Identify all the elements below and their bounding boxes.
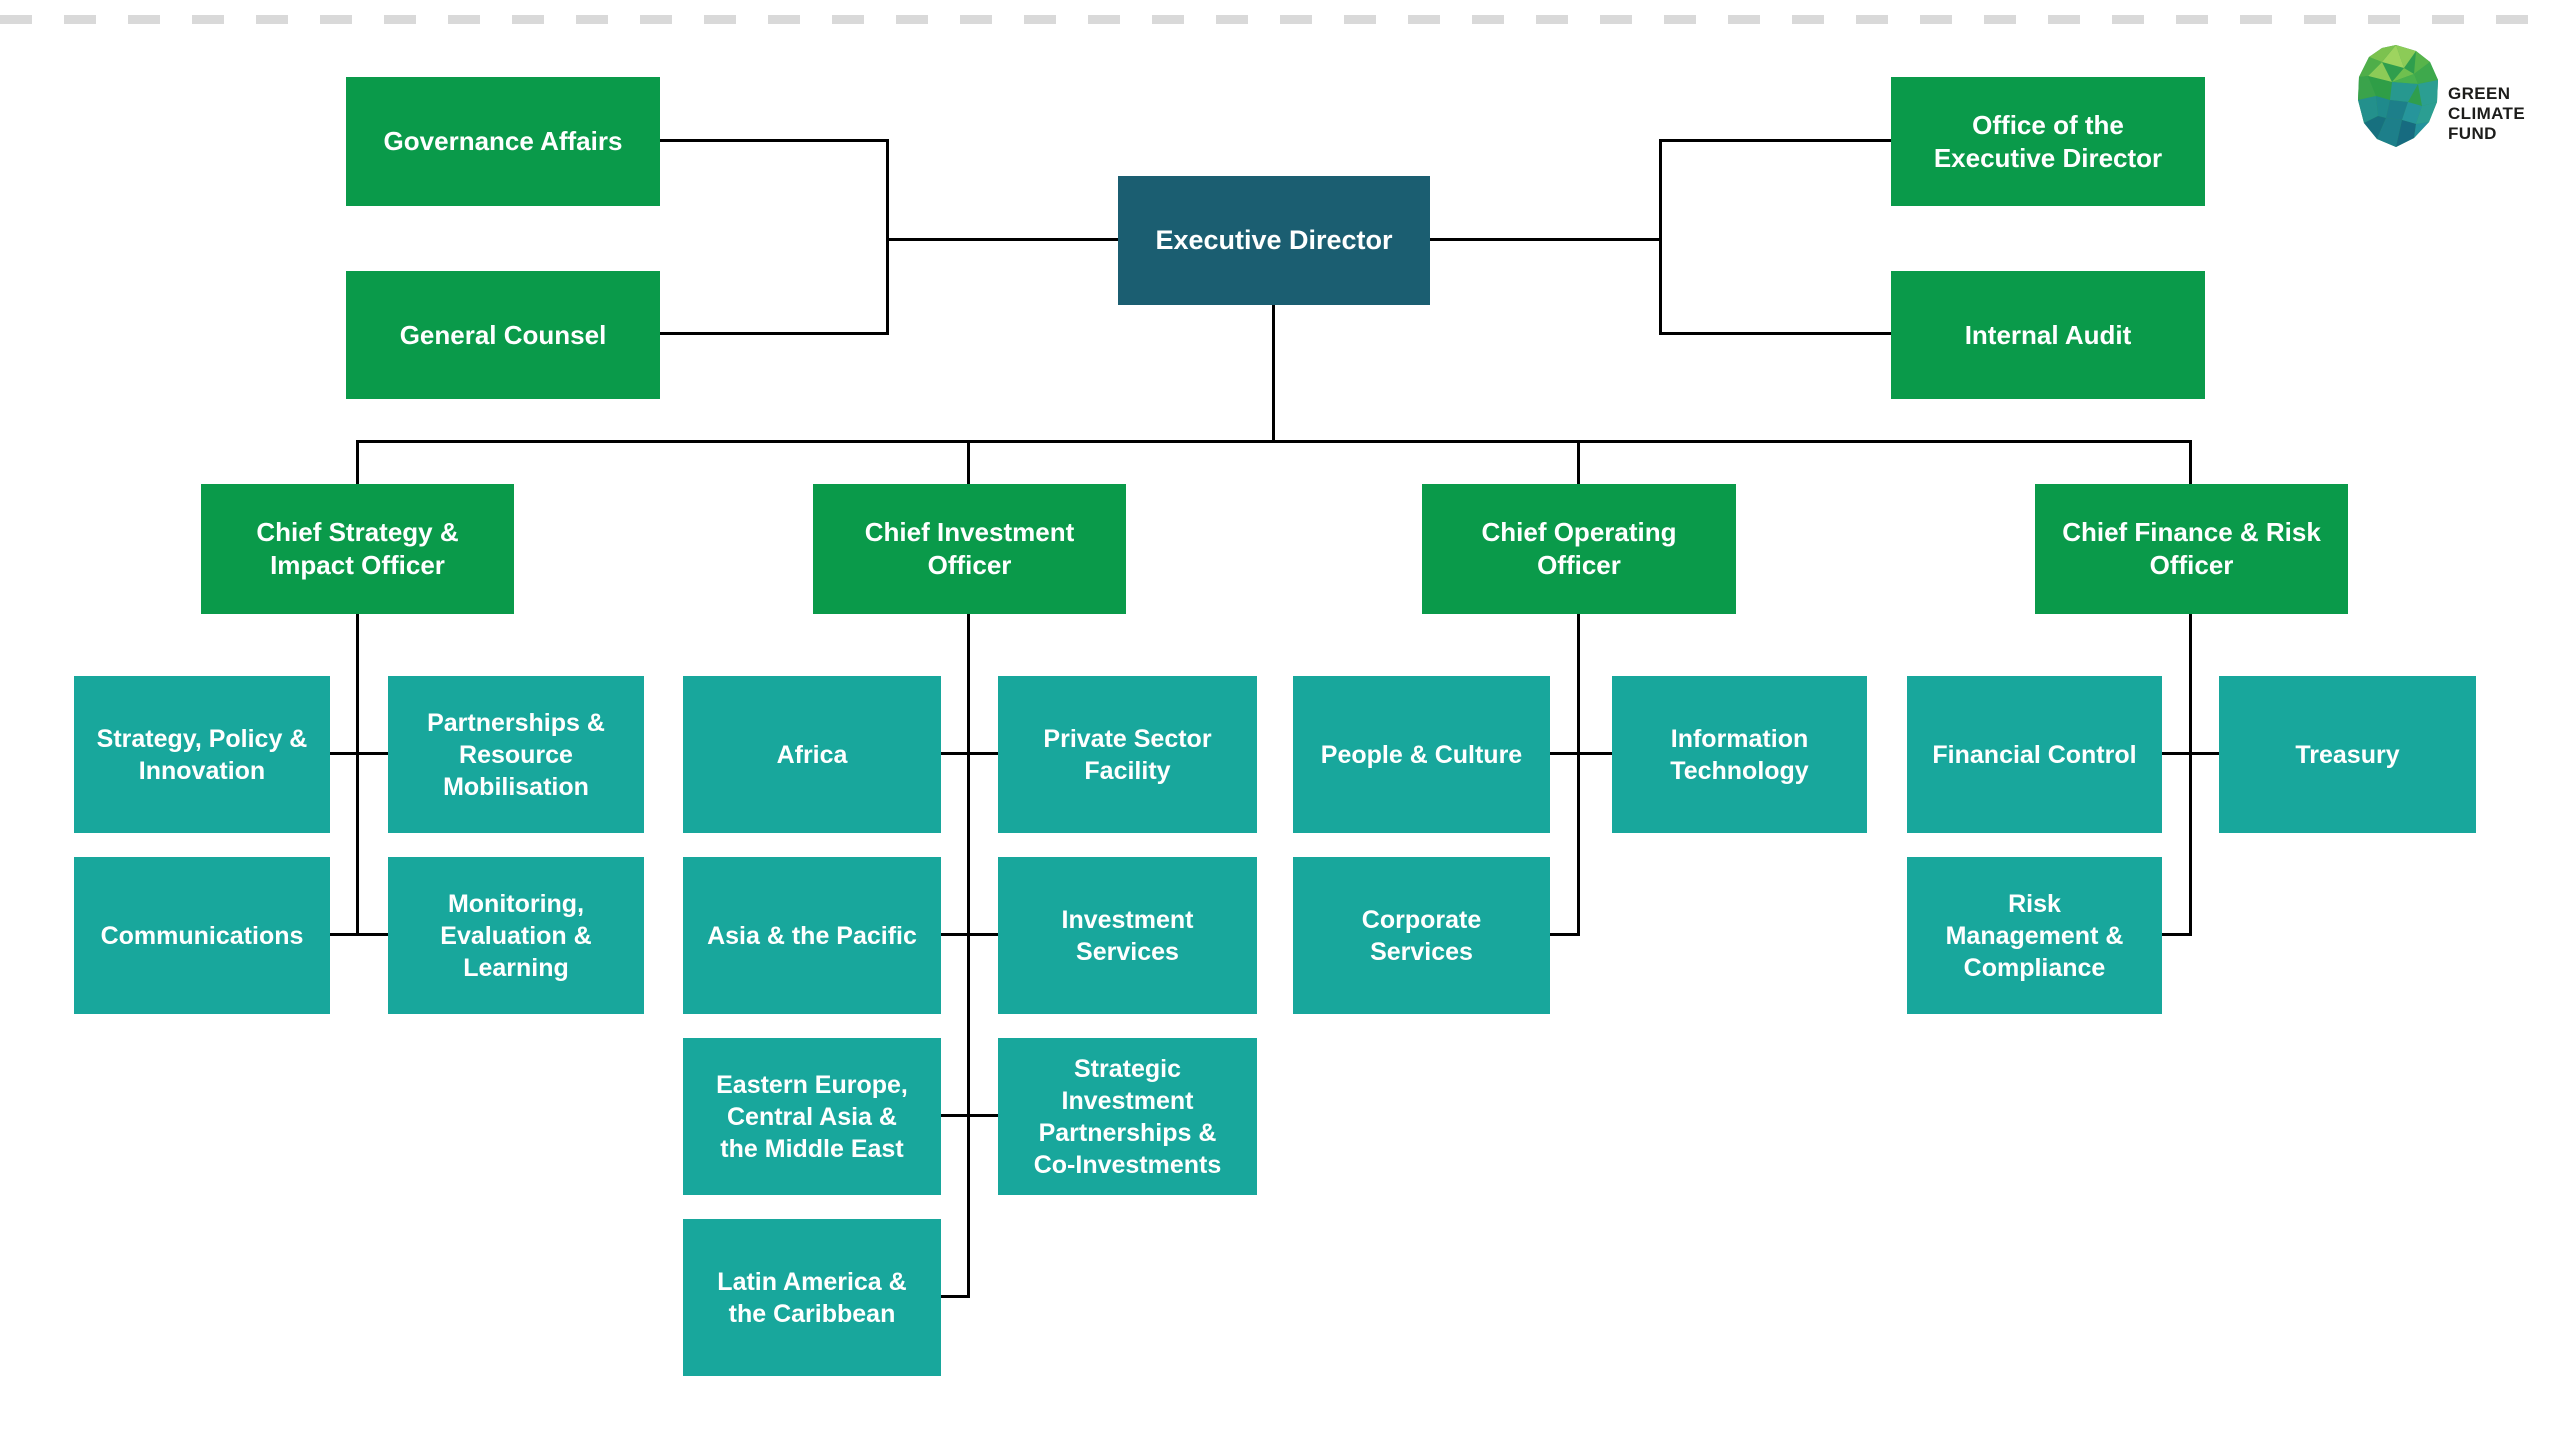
connector-line [2189, 440, 2192, 486]
org-node-communications: Communications [74, 857, 330, 1014]
connector-line [941, 933, 998, 936]
org-node-chief-investment-officer: Chief Investment Officer [813, 484, 1126, 614]
org-node-asia-pacific: Asia & the Pacific [683, 857, 941, 1014]
org-node-people-culture: People & Culture [1293, 676, 1550, 833]
org-node-chief-strategy-impact-officer: Chief Strategy & Impact Officer [201, 484, 514, 614]
org-node-strategic-investment-partnerships-co-investments: Strategic Investment Partnerships & Co-I… [998, 1038, 1257, 1195]
connector-line [2162, 933, 2192, 936]
connector-line [967, 614, 970, 1298]
org-node-africa: Africa [683, 676, 941, 833]
connector-line [356, 440, 359, 486]
top-dashed-line [0, 15, 2560, 24]
gcf-logo-word-fund: FUND [2448, 124, 2497, 143]
connector-line [660, 139, 889, 142]
org-node-investment-services: Investment Services [998, 857, 1257, 1014]
org-node-partnerships-resource-mobilisation: Partnerships & Resource Mobilisation [388, 676, 644, 833]
org-node-chief-operating-officer: Chief Operating Officer [1422, 484, 1736, 614]
connector-line [1577, 614, 1580, 936]
connector-line [967, 440, 970, 486]
org-node-corporate-services: Corporate Services [1293, 857, 1550, 1014]
connector-line [941, 1114, 998, 1117]
gcf-logo-orb-icon [2358, 45, 2438, 147]
org-node-information-technology: Information Technology [1612, 676, 1867, 833]
org-node-executive-director: Executive Director [1118, 176, 1430, 305]
connector-line [1430, 238, 1662, 241]
connector-line [941, 752, 998, 755]
gcf-logo-word-climate: CLIMATE [2448, 104, 2526, 123]
org-node-general-counsel: General Counsel [346, 271, 660, 399]
connector-line [2189, 614, 2192, 936]
connector-line [330, 752, 388, 755]
connector-line [1550, 933, 1580, 936]
gcf-logo-word-green: GREEN [2448, 84, 2511, 103]
org-node-risk-management-compliance: Risk Management & Compliance [1907, 857, 2162, 1014]
org-node-strategy-policy-innovation: Strategy, Policy & Innovation [74, 676, 330, 833]
org-node-eastern-europe-central-asia-middle-east: Eastern Europe, Central Asia & the Middl… [683, 1038, 941, 1195]
connector-line [2162, 752, 2219, 755]
connector-line [330, 933, 388, 936]
org-node-financial-control: Financial Control [1907, 676, 2162, 833]
gcf-logo-wordmark: GREEN CLIMATE FUND [2448, 84, 2525, 144]
connector-line [886, 238, 1118, 241]
connector-line [1659, 332, 1891, 335]
org-node-private-sector-facility: Private Sector Facility [998, 676, 1257, 833]
org-node-chief-finance-risk-officer: Chief Finance & Risk Officer [2035, 484, 2348, 614]
org-node-governance-affairs: Governance Affairs [346, 77, 660, 206]
connector-line [660, 332, 889, 335]
org-node-office-of-the-executive-director: Office of the Executive Director [1891, 77, 2205, 206]
connector-line [1577, 440, 1580, 486]
connector-line [941, 1295, 970, 1298]
connector-line [356, 614, 359, 936]
org-node-latin-america-caribbean: Latin America & the Caribbean [683, 1219, 941, 1376]
connector-line [1659, 139, 1662, 335]
connector-line [1272, 305, 1275, 442]
connector-line [886, 139, 889, 335]
org-node-treasury: Treasury [2219, 676, 2476, 833]
connector-line [1550, 752, 1612, 755]
org-node-internal-audit: Internal Audit [1891, 271, 2205, 399]
connector-line [1659, 139, 1891, 142]
connector-line [356, 440, 2192, 443]
org-node-monitoring-evaluation-learning: Monitoring, Evaluation & Learning [388, 857, 644, 1014]
